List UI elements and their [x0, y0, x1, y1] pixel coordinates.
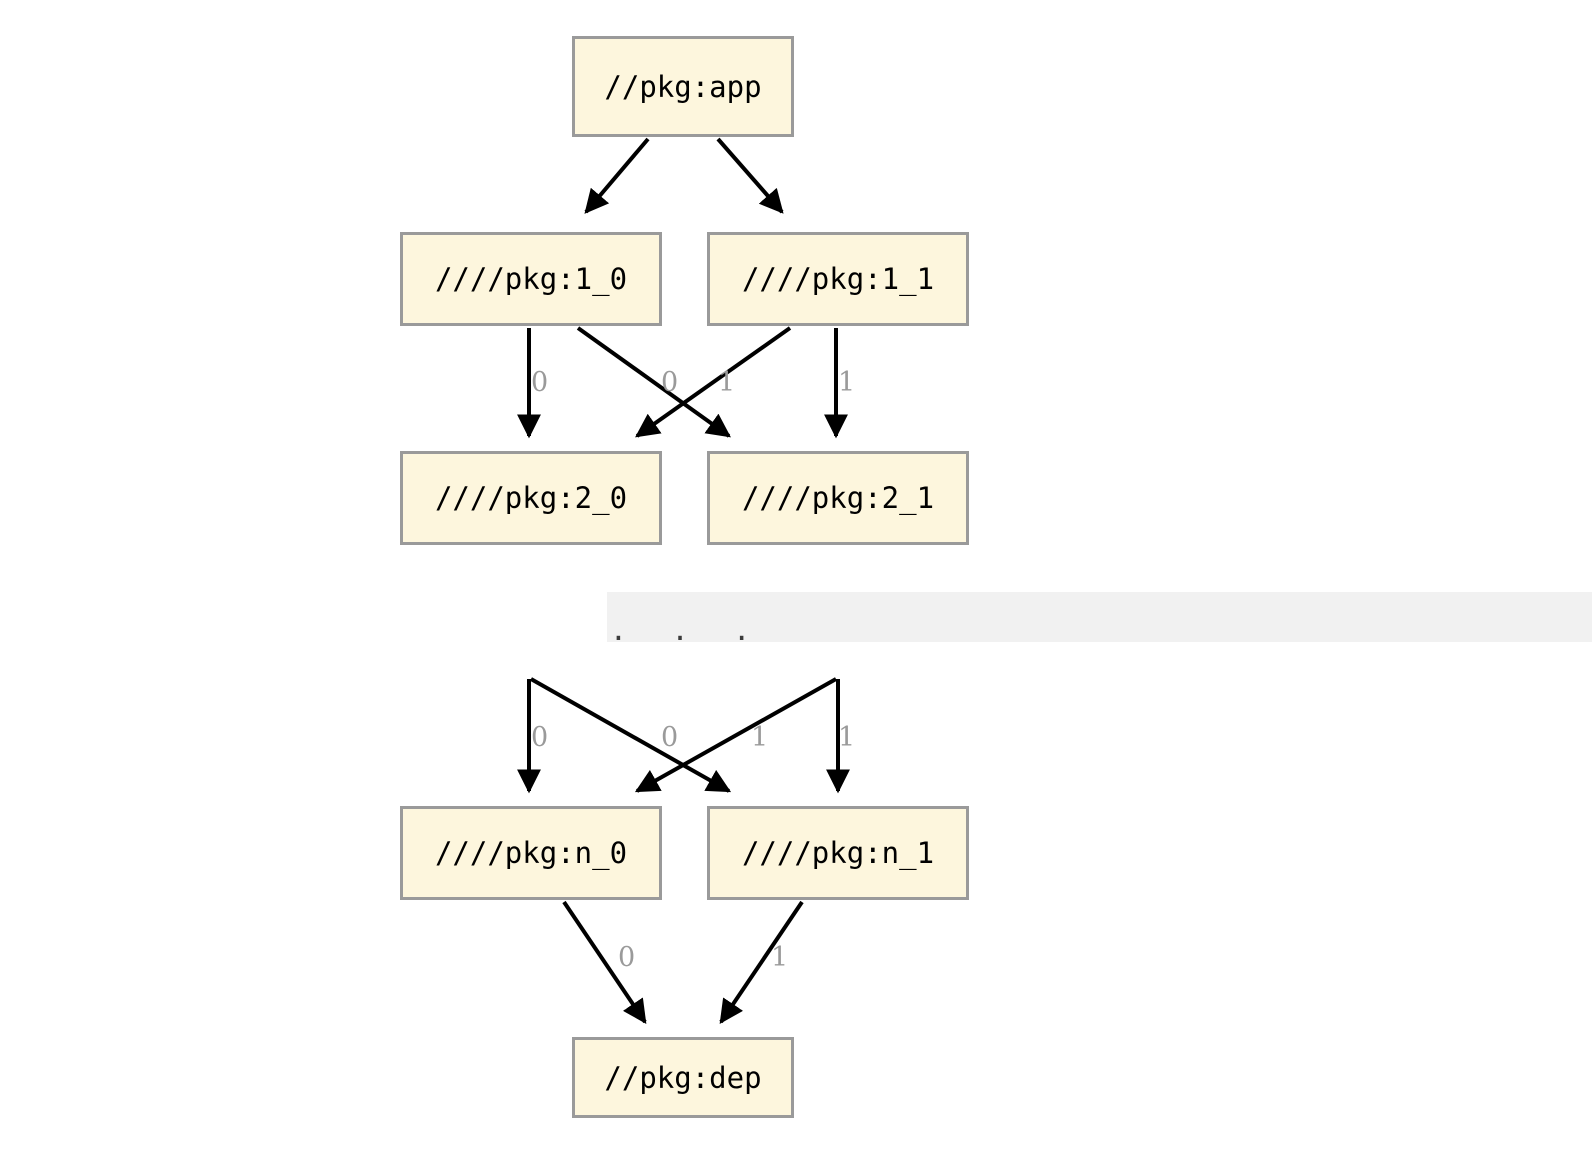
edge-label-n_0-dep: 0: [618, 942, 636, 973]
node-pkg-1_0[interactable]: ////pkg:1_0: [400, 232, 662, 326]
node-pkg-1_1[interactable]: ////pkg:1_1: [707, 232, 969, 326]
edge-app-to-1_1: [716, 137, 784, 214]
edge-label-hidden-alt-n_1: 1: [838, 722, 856, 753]
edge-label-hidden-n_1: 0: [661, 722, 679, 753]
ellipsis-separator-band: . . .: [607, 592, 1592, 646]
node-dep-label: //pkg:dep: [604, 1060, 762, 1095]
edge-n_0-to-dep: [562, 900, 647, 1024]
edge-hidden-to-n_1: [530, 677, 732, 793]
edge-label-n_1-dep: 1: [771, 942, 789, 973]
edge-label-hidden-n_0: 0: [531, 722, 549, 753]
ellipsis-dots-label: . . .: [613, 609, 768, 649]
edge-n_1-to-dep: [719, 900, 804, 1024]
edge-1_0-to-2_1: [576, 326, 731, 438]
node-pkg-n_1[interactable]: ////pkg:n_1: [707, 806, 969, 900]
node-pkg-2_1[interactable]: ////pkg:2_1: [707, 451, 969, 545]
node-pkg-n_0-label: ////pkg:n_0: [434, 836, 628, 870]
node-pkg-n_0[interactable]: ////pkg:n_0: [400, 806, 662, 900]
node-pkg-1_0-label: ////pkg:1_0: [434, 262, 628, 296]
node-app-label: //pkg:app: [604, 69, 762, 104]
node-app[interactable]: //pkg:app: [572, 36, 794, 137]
edge-label-hidden-alt-n_0: 1: [751, 722, 769, 753]
edge-label-1_1-2_0: 1: [718, 367, 736, 398]
edge-1_1-to-2_0: [635, 326, 792, 438]
edge-label-1_0-2_0: 0: [531, 367, 549, 398]
node-pkg-2_0-label: ////pkg:2_0: [434, 481, 628, 515]
edge-hidden-alt-to-n_0: [634, 677, 837, 793]
edge-label-1_1-2_1: 1: [838, 367, 856, 398]
edge-app-to-1_0: [584, 137, 650, 214]
node-dep[interactable]: //pkg:dep: [572, 1037, 794, 1118]
node-pkg-2_1-label: ////pkg:2_1: [741, 481, 935, 515]
node-pkg-n_1-label: ////pkg:n_1: [741, 836, 935, 870]
node-pkg-1_1-label: ////pkg:1_1: [741, 262, 935, 296]
node-pkg-2_0[interactable]: ////pkg:2_0: [400, 451, 662, 545]
edge-label-1_0-2_1: 0: [661, 367, 679, 398]
